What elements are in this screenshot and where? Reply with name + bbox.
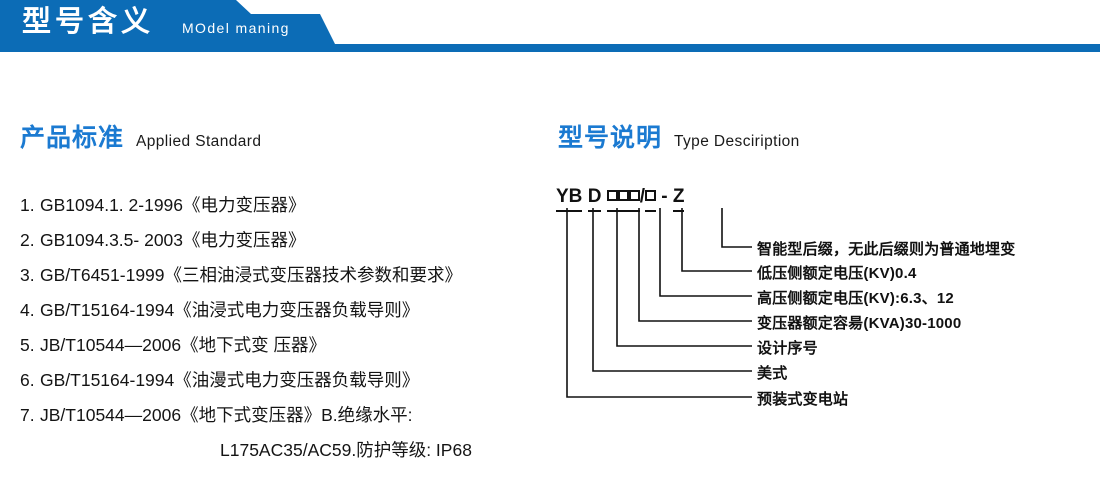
item-code: JB/T10544—2006 xyxy=(40,335,182,355)
code-part-d: D xyxy=(587,186,602,212)
code-part-box-2 xyxy=(617,186,629,212)
leader-line-7 xyxy=(566,208,752,398)
standards-list: 1. GB1094.1. 2-1996 《电力变压器》 2. GB1094.3.… xyxy=(20,192,560,472)
leader-line-1 xyxy=(721,208,752,248)
type-heading-en: Type Desciription xyxy=(674,133,800,150)
square-box-icon xyxy=(644,190,656,201)
list-item: 4. GB/T15164-1994 《油浸式电力变压器负载导则》 xyxy=(20,297,560,332)
code-part-box-1 xyxy=(606,186,618,212)
callout-label-5: 设计序号 xyxy=(757,340,818,357)
model-code-diagram: YB D / - Z 智能型后缀，无此后缀则为普通地埋变 低压侧额定电压(KV)… xyxy=(556,186,1100,446)
item-number: 2. xyxy=(20,230,35,250)
item-code: GB/T15164-1994 xyxy=(40,370,175,390)
standards-heading-en: Applied Standard xyxy=(136,133,262,150)
item-code: GB1094.1. 2-1996 xyxy=(40,195,184,215)
list-item: 5. JB/T10544—2006 《地下式变 压器》 xyxy=(20,332,560,367)
callout-label-3: 高压侧额定电压(KV):6.3、12 xyxy=(757,290,954,307)
list-item: 7. JB/T10544—2006 《地下式变压器》B.绝缘水平: xyxy=(20,402,560,437)
leader-line-5 xyxy=(616,208,752,347)
list-item: 1. GB1094.1. 2-1996 《电力变压器》 xyxy=(20,192,560,227)
code-separator-slash: / xyxy=(639,186,645,207)
type-heading-cn: 型号说明 xyxy=(558,124,663,152)
square-box-icon xyxy=(628,190,640,201)
standards-heading-cn: 产品标准 xyxy=(20,124,125,152)
leader-line-2 xyxy=(681,208,752,272)
item-name: 《电力变压器》 xyxy=(183,195,306,215)
leader-line-6 xyxy=(592,208,752,372)
item-number: 7. xyxy=(20,405,35,425)
header-title-cn: 型号含义 xyxy=(22,6,155,38)
page-header: 型号含义 MOdel maning xyxy=(0,0,1100,56)
item-name: 《地下式变压器》B.绝缘水平: xyxy=(181,405,413,425)
callout-label-6: 美式 xyxy=(757,365,788,382)
type-heading: 型号说明 Type Desciription xyxy=(558,118,800,154)
item-number: 5. xyxy=(20,335,35,355)
list-item-continuation: L175AC35/AC59.防护等级: IP68 xyxy=(220,440,472,460)
square-box-icon xyxy=(617,190,629,201)
item-code: GB1094.3.5- 2003 xyxy=(40,230,184,250)
leader-line-3 xyxy=(659,208,752,297)
item-name: 《三相油浸式变压器技术参数和要求》 xyxy=(164,265,463,285)
item-number: 3. xyxy=(20,265,35,285)
item-number: 6. xyxy=(20,370,35,390)
square-box-icon xyxy=(606,190,618,201)
item-name: 《地下式变 压器》 xyxy=(181,335,326,355)
leader-lines xyxy=(566,208,752,398)
header-title-en: MOdel maning xyxy=(182,20,290,36)
item-number: 4. xyxy=(20,300,35,320)
code-part-z: Z xyxy=(672,186,685,212)
list-item: 6. GB/T15164-1994 《油漫式电力变压器负载导则》 xyxy=(20,367,560,402)
callout-label-7: 预装式变电站 xyxy=(757,391,849,408)
item-name: 《油漫式电力变压器负载导则》 xyxy=(174,370,420,390)
item-name: 《电力变压器》 xyxy=(183,230,306,250)
callout-label-1: 智能型后缀，无此后缀则为普通地埋变 xyxy=(757,241,1016,258)
item-code: JB/T10544—2006 xyxy=(40,405,182,425)
list-item: 3. GB/T6451-1999 《三相油浸式变压器技术参数和要求》 xyxy=(20,262,560,297)
item-code: GB/T6451-1999 xyxy=(40,265,165,285)
header-accent-bar xyxy=(0,44,1100,52)
code-separator-dash: - xyxy=(661,186,668,207)
list-item: 2. GB1094.3.5- 2003 《电力变压器》 xyxy=(20,227,560,262)
callout-labels: 智能型后缀，无此后缀则为普通地埋变 低压侧额定电压(KV)0.4 高压侧额定电压… xyxy=(556,186,1100,446)
item-name: 《油浸式电力变压器负载导则》 xyxy=(174,300,420,320)
callout-label-2: 低压侧额定电压(KV)0.4 xyxy=(757,265,917,282)
leader-line-4 xyxy=(638,208,752,322)
item-number: 1. xyxy=(20,195,35,215)
callout-label-4: 变压器额定容昜(KVA)30-1000 xyxy=(757,315,962,332)
model-code-string: YB D / - Z xyxy=(556,186,685,212)
standards-heading: 产品标准 Applied Standard xyxy=(20,118,261,154)
item-code: GB/T15164-1994 xyxy=(40,300,175,320)
code-part-box-4 xyxy=(644,186,656,212)
code-part-box-3 xyxy=(628,186,640,212)
code-part-yb: YB xyxy=(556,186,583,212)
